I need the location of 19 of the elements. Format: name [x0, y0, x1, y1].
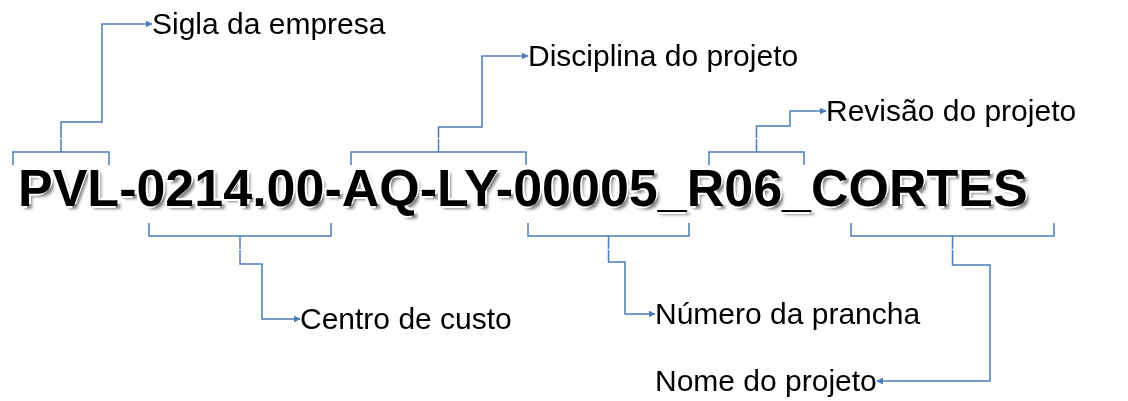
label-text: Revisão do projeto — [826, 93, 1077, 129]
label-text: Nome do projeto — [655, 363, 877, 399]
bracket — [527, 222, 690, 250]
file-name-code: PVL-0214.00-AQ-LY-00005_R06_CORTES — [18, 158, 1028, 218]
bracket — [148, 222, 332, 250]
leader-arrow — [876, 249, 991, 385]
label-text: Disciplina do projeto — [528, 38, 799, 74]
bracket — [708, 138, 805, 166]
bracket — [850, 222, 1055, 250]
leader-arrow — [755, 107, 827, 139]
leader-arrow — [60, 20, 153, 139]
bracket — [12, 138, 110, 166]
leader-arrow — [239, 249, 301, 323]
label-text: Número da prancha — [655, 296, 921, 332]
leader-arrow — [607, 249, 656, 318]
label-text: Sigla da empresa — [152, 6, 386, 42]
leader-arrow — [437, 52, 529, 139]
bracket — [350, 138, 527, 166]
label-text: Centro de custo — [300, 301, 512, 337]
